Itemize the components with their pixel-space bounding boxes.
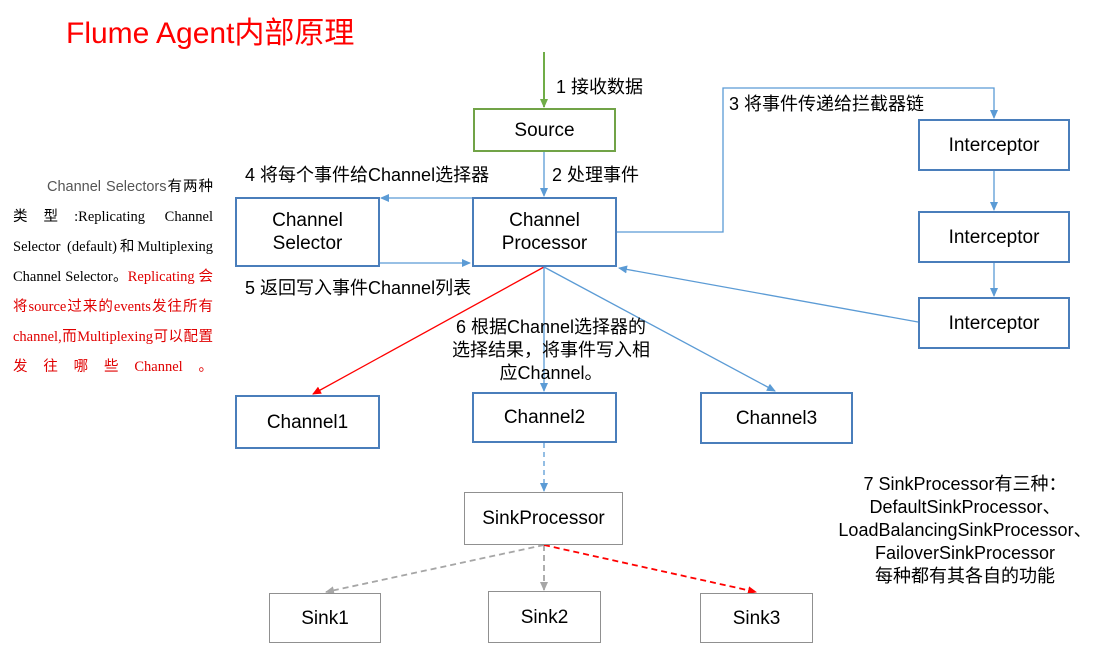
arrow-processor-to-channel1	[312, 266, 545, 395]
channel3-label: Channel3	[735, 407, 818, 429]
sink-processor-label: SinkProcessor	[482, 508, 605, 529]
step6-label: 6 根据Channel选择器的选择结果，将事件写入相应Channel。	[452, 317, 650, 383]
channel-selector-label: Channel Selector	[272, 210, 343, 254]
step5-label: 5 返回写入事件Channel列表	[245, 278, 472, 298]
side-note-part1: Channel Selectors	[47, 179, 167, 195]
arrow-processor-to-interceptor	[617, 87, 998, 233]
channel3-box: Channel3	[700, 392, 853, 444]
channel-processor-box: Channel Processor	[472, 197, 617, 267]
channel-processor-label: Channel Processor	[501, 210, 588, 254]
arrow-interceptor-to-processor	[618, 265, 919, 323]
sink3-label: Sink3	[732, 607, 781, 629]
sink2-box: Sink2	[488, 591, 601, 643]
sink1-box: Sink1	[269, 593, 381, 643]
channel1-box: Channel1	[235, 395, 380, 449]
step7-line-4: FailoverSinkProcessor	[874, 543, 1056, 563]
step7-line-1: 7 SinkProcessor有三种：	[863, 474, 1067, 494]
sink-processor-box: SinkProcessor	[464, 492, 623, 545]
interceptor-box-2: Interceptor	[918, 211, 1070, 263]
step4-label: 4 将每个事件给Channel选择器	[245, 165, 490, 185]
side-note-part2: 有两种类型:Replicating Channel Selector (defa…	[13, 179, 213, 285]
channel-selector-box: Channel Selector	[235, 197, 380, 267]
step7-line-5: 每种都有其各自的功能	[875, 566, 1055, 586]
channel-selectors-note: Channel Selectors有两种类型:Replicating Chann…	[13, 172, 213, 382]
channel2-label: Channel2	[503, 407, 586, 428]
side-note-part3: Replicating 会将source过来的events发往所有channel…	[13, 269, 213, 375]
source-box: Source	[473, 108, 616, 152]
arrow-sinkprocessor-to-sink1	[325, 544, 545, 595]
interceptor-box-3: Interceptor	[918, 297, 1070, 349]
step3-label: 3 将事件传递给拦截器链	[729, 94, 925, 114]
interceptor-label-3: Interceptor	[948, 312, 1040, 334]
channel2-box: Channel2	[472, 392, 617, 443]
interceptor-label-1: Interceptor	[948, 134, 1040, 156]
step7-note: 7 SinkProcessor有三种： DefaultSinkProcessor…	[820, 473, 1110, 588]
step2-label: 2 处理事件	[552, 165, 640, 185]
sink2-label: Sink2	[520, 606, 569, 628]
channel1-label: Channel1	[266, 411, 349, 433]
sink1-label: Sink1	[301, 607, 349, 629]
arrow-sinkprocessor-to-sink3	[543, 544, 757, 595]
step7-line-2: DefaultSinkProcessor、	[869, 497, 1061, 517]
arrow-processor-to-channel3	[543, 266, 776, 392]
interceptor-label-2: Interceptor	[948, 226, 1040, 248]
page-title: Flume Agent内部原理	[66, 17, 355, 50]
step1-label: 1 接收数据	[556, 77, 644, 97]
source-label: Source	[514, 119, 575, 141]
sink3-box: Sink3	[700, 593, 813, 643]
interceptor-box-1: Interceptor	[918, 119, 1070, 171]
step7-line-3: LoadBalancingSinkProcessor、	[838, 520, 1092, 540]
